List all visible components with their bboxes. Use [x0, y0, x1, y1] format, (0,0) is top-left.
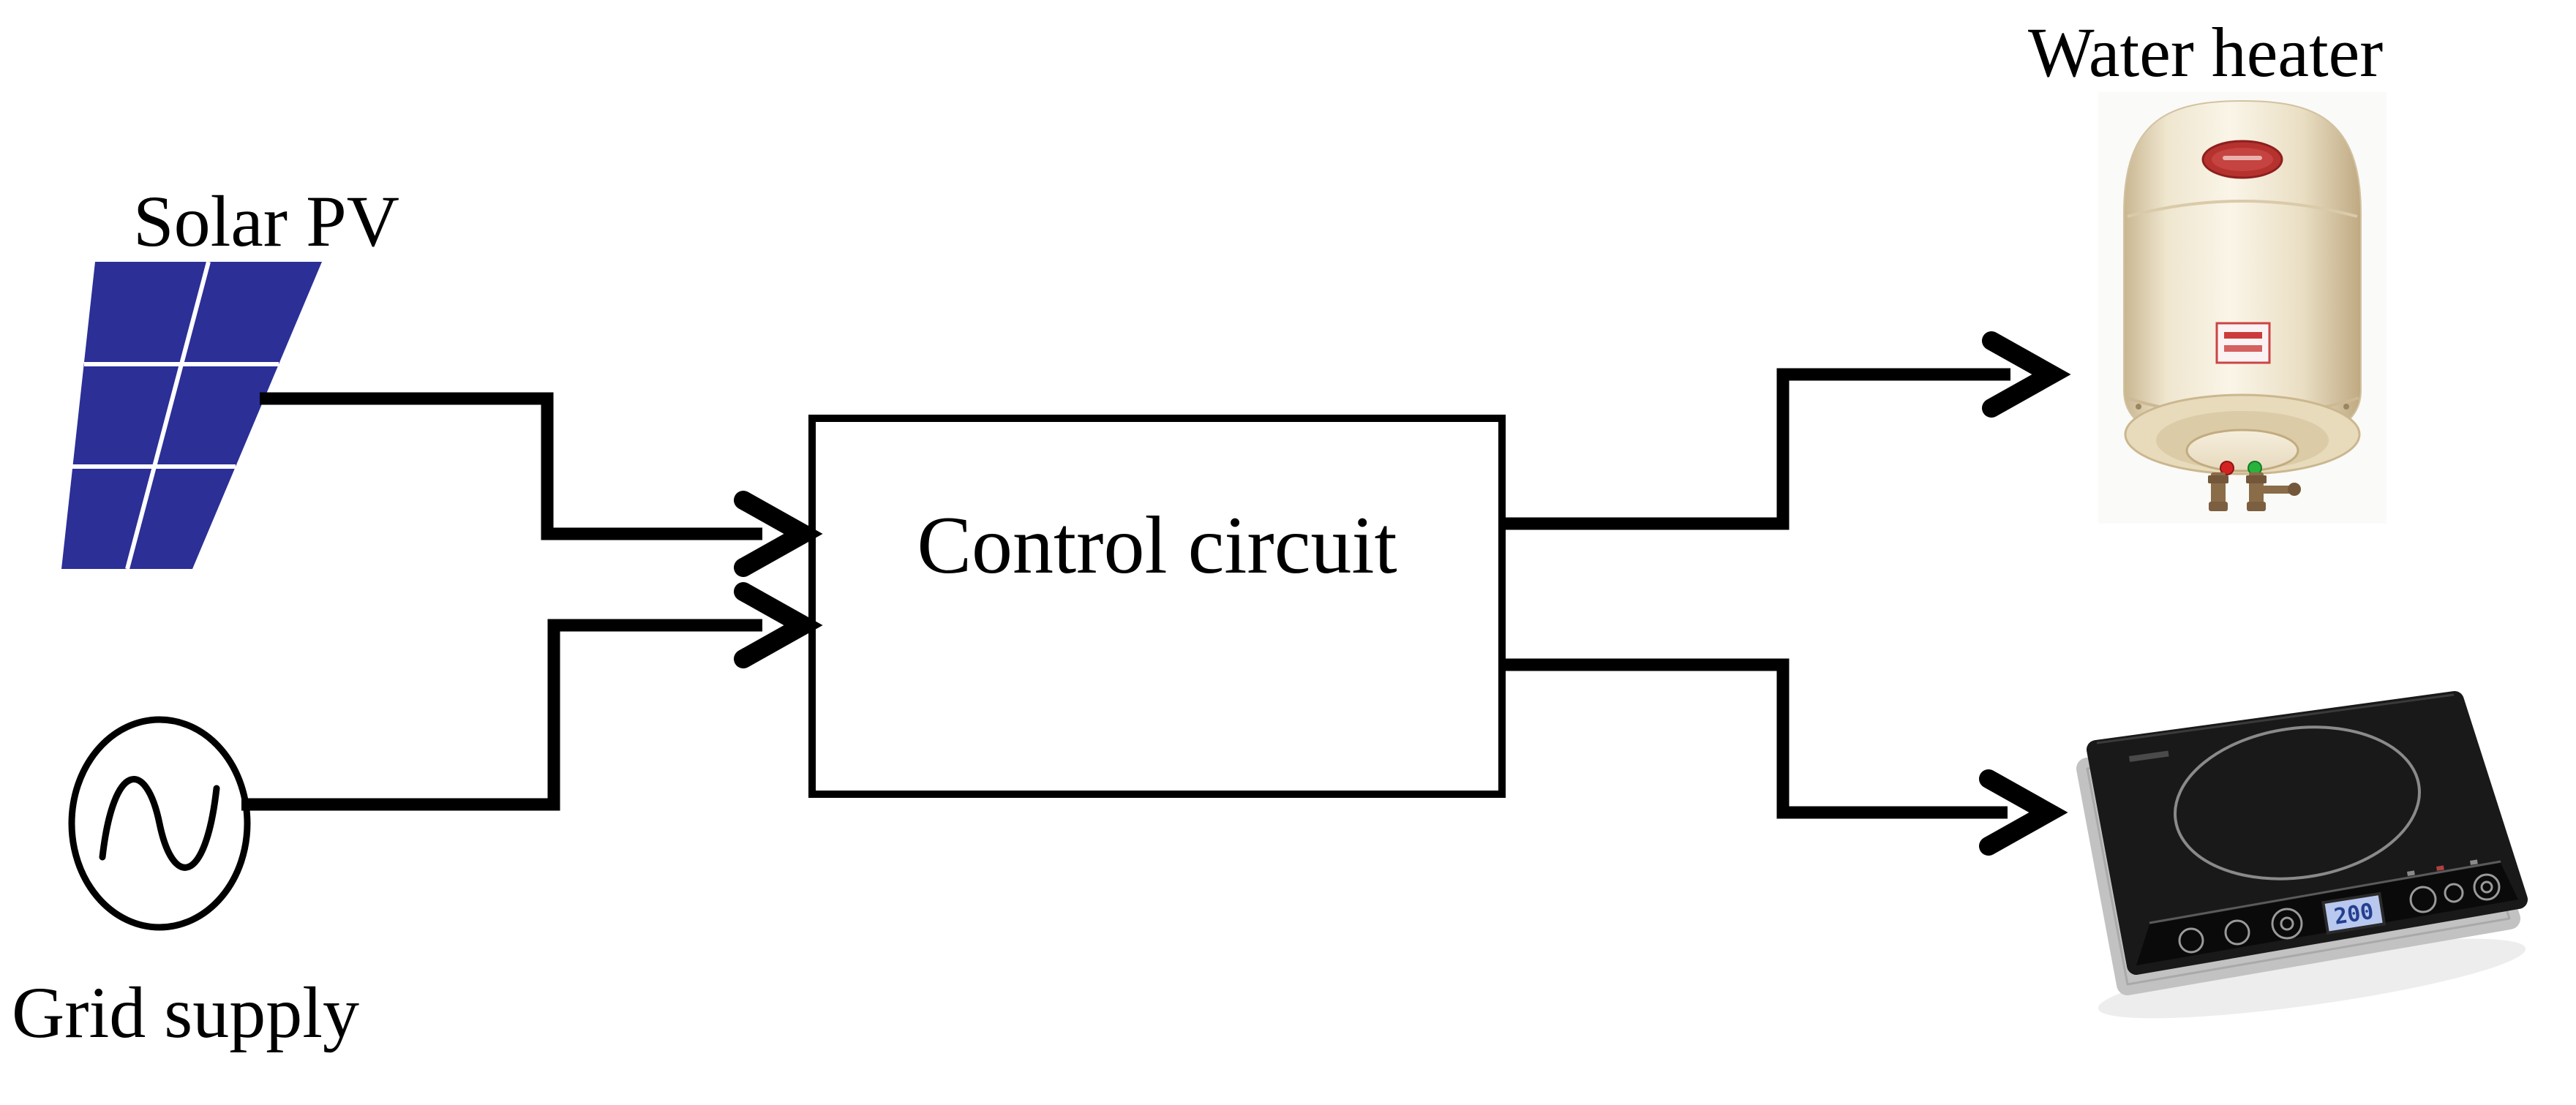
wire-control-to-cooktop [1502, 658, 2008, 819]
control-circuit-label: Control circuit [917, 500, 1397, 591]
control-circuit-box [808, 415, 1506, 798]
solar-panel-icon [61, 261, 322, 570]
cooktop-display: 200 [2321, 891, 2387, 935]
heater-red-indicator [2220, 461, 2234, 475]
induction-cooktop-image: 200 [2076, 691, 2528, 1019]
solar-pv-label: Solar PV [133, 181, 399, 262]
water-heater-label: Water heater [2028, 13, 2384, 91]
grid-supply-label: Grid supply [12, 972, 359, 1053]
arrowhead-cooktop-output-icon [1979, 769, 2068, 856]
arrowhead-solar-input-icon [734, 491, 823, 577]
heater-pipes [2208, 472, 2301, 511]
wire-solar-to-control [260, 392, 762, 540]
arrowhead-grid-input-icon [734, 582, 823, 668]
cooktop-ring [2174, 725, 2421, 880]
wire-grid-to-control [241, 619, 762, 811]
ac-source-icon [68, 716, 251, 931]
water-heater-image [2098, 92, 2387, 524]
arrowhead-heater-output-icon [1982, 331, 2071, 418]
wires [241, 331, 2071, 856]
wire-control-to-heater [1502, 368, 2010, 530]
cooktop-display-value: 200 [2332, 899, 2376, 930]
cooktop-buttons [2178, 873, 2501, 954]
